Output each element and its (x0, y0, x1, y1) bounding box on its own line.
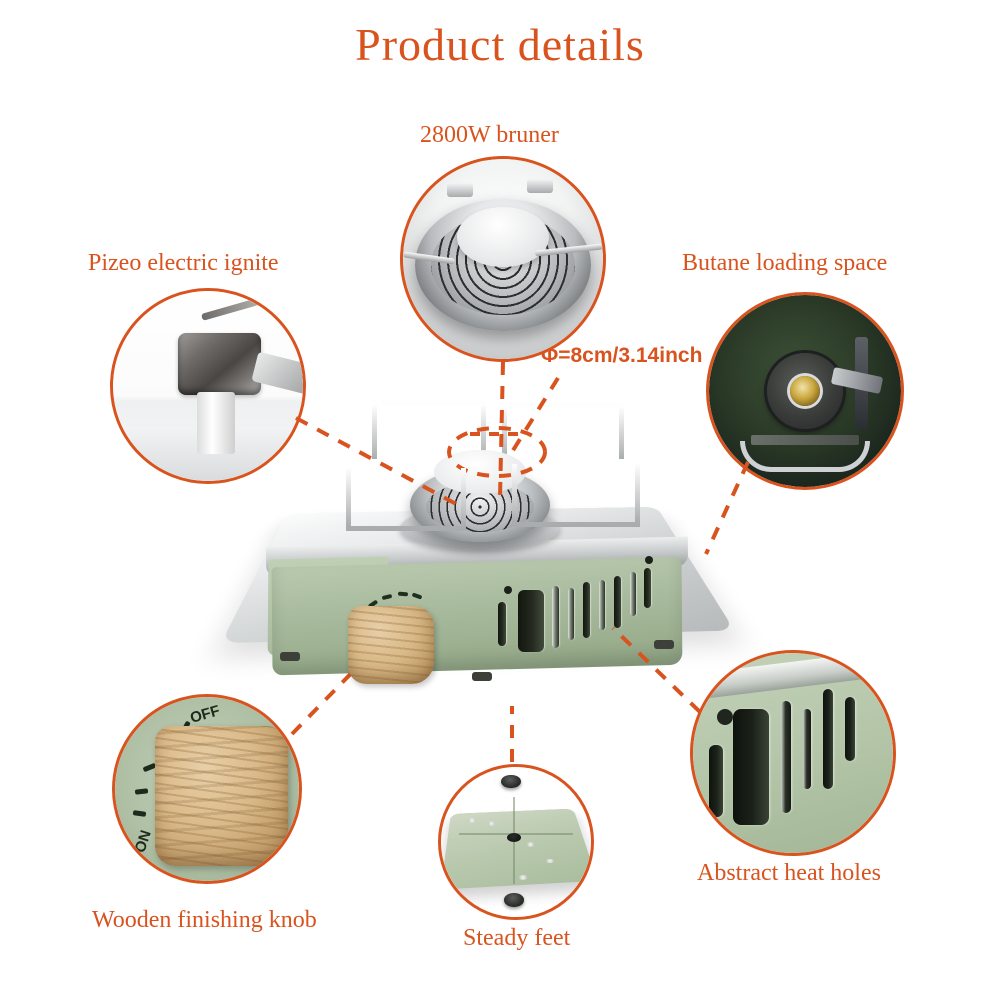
butane-closeup-image (709, 295, 901, 487)
callout-label-holes: Abstract heat holes (697, 860, 881, 886)
heat-holes-closeup-image (693, 653, 893, 853)
piezo-closeup-image (113, 291, 303, 481)
product-illustration-gas-stove (221, 390, 735, 710)
vent-dot (717, 709, 733, 725)
callout-label-butane: Butane loading space (682, 250, 888, 276)
detail-circle-butane (706, 292, 904, 490)
stove-vent-4 (568, 588, 574, 640)
stove-vent-7 (614, 576, 621, 628)
knob-wood-grain (155, 726, 288, 867)
detail-circle-ignite (110, 288, 306, 484)
base-screw-1 (468, 818, 476, 823)
knob-tick-3 (142, 762, 157, 773)
detail-circle-feet (438, 764, 594, 920)
piezo-electrode-block (177, 332, 262, 396)
vent-slot-2 (733, 709, 769, 825)
piezo-ceramic-post (196, 391, 235, 455)
detail-circle-holes (690, 650, 896, 856)
vent-slot-3 (781, 701, 791, 813)
base-plate (441, 808, 591, 890)
butane-retaining-clip (739, 440, 871, 472)
callout-label-knob: Wooden finishing knob (92, 907, 317, 933)
vent-slot-6 (845, 697, 855, 761)
stove-vent-8 (630, 572, 636, 616)
stove-vent-2 (518, 590, 544, 652)
stove-vent-5 (583, 582, 590, 638)
stove-foot-right (654, 640, 674, 649)
pot-support-front-left (346, 468, 466, 531)
stove-vent-1 (498, 602, 506, 646)
pot-support-front-right (512, 464, 640, 527)
vent-dot-secondary (645, 556, 653, 564)
piezo-wire-arm (201, 291, 280, 321)
knob-tick-1 (133, 810, 147, 817)
vent-slot-5 (823, 689, 833, 789)
butane-support-shelf (751, 435, 859, 445)
callout-label-burner: 2800W bruner (420, 122, 559, 148)
burner-tab-left (447, 183, 473, 197)
knob-closeup-image: OFF ON (115, 697, 299, 881)
stove-foot-left (280, 652, 300, 661)
butane-gas-nozzle (789, 375, 821, 407)
knob-tick-2 (135, 788, 149, 795)
rubber-foot-bottom (504, 893, 524, 907)
feet-closeup-image (441, 767, 591, 917)
detail-circle-burner (400, 156, 606, 362)
knob-label-on: ON (131, 828, 155, 855)
rubber-foot-top (501, 774, 521, 788)
detail-circle-knob: OFF ON (112, 694, 302, 884)
vent-dot-main (504, 586, 512, 594)
base-screw-5 (519, 875, 527, 880)
burner-closeup-image (403, 159, 603, 359)
dimension-label: Φ=8cm/3.14inch (541, 344, 703, 367)
stove-vent-6 (599, 580, 605, 630)
burner-tab-right (527, 179, 553, 193)
base-screw-3 (526, 842, 534, 847)
base-screw-4 (546, 858, 554, 863)
pot-support-back-right (502, 402, 624, 459)
control-knob[interactable] (348, 606, 434, 684)
callout-label-feet: Steady feet (463, 925, 571, 951)
stove-vent-3 (552, 586, 559, 648)
vent-slot-1 (709, 745, 723, 817)
base-screw-2 (487, 821, 495, 826)
page-title: Product details (355, 19, 645, 70)
base-center-hole (507, 833, 521, 842)
callout-label-ignite: Pizeo electric ignite (88, 250, 279, 276)
burner-center-cap (457, 207, 549, 267)
stove-foot-center (472, 672, 492, 681)
vent-slot-4 (803, 709, 811, 789)
knob-label-off: OFF (188, 702, 223, 727)
stove-vent-9 (644, 568, 651, 608)
